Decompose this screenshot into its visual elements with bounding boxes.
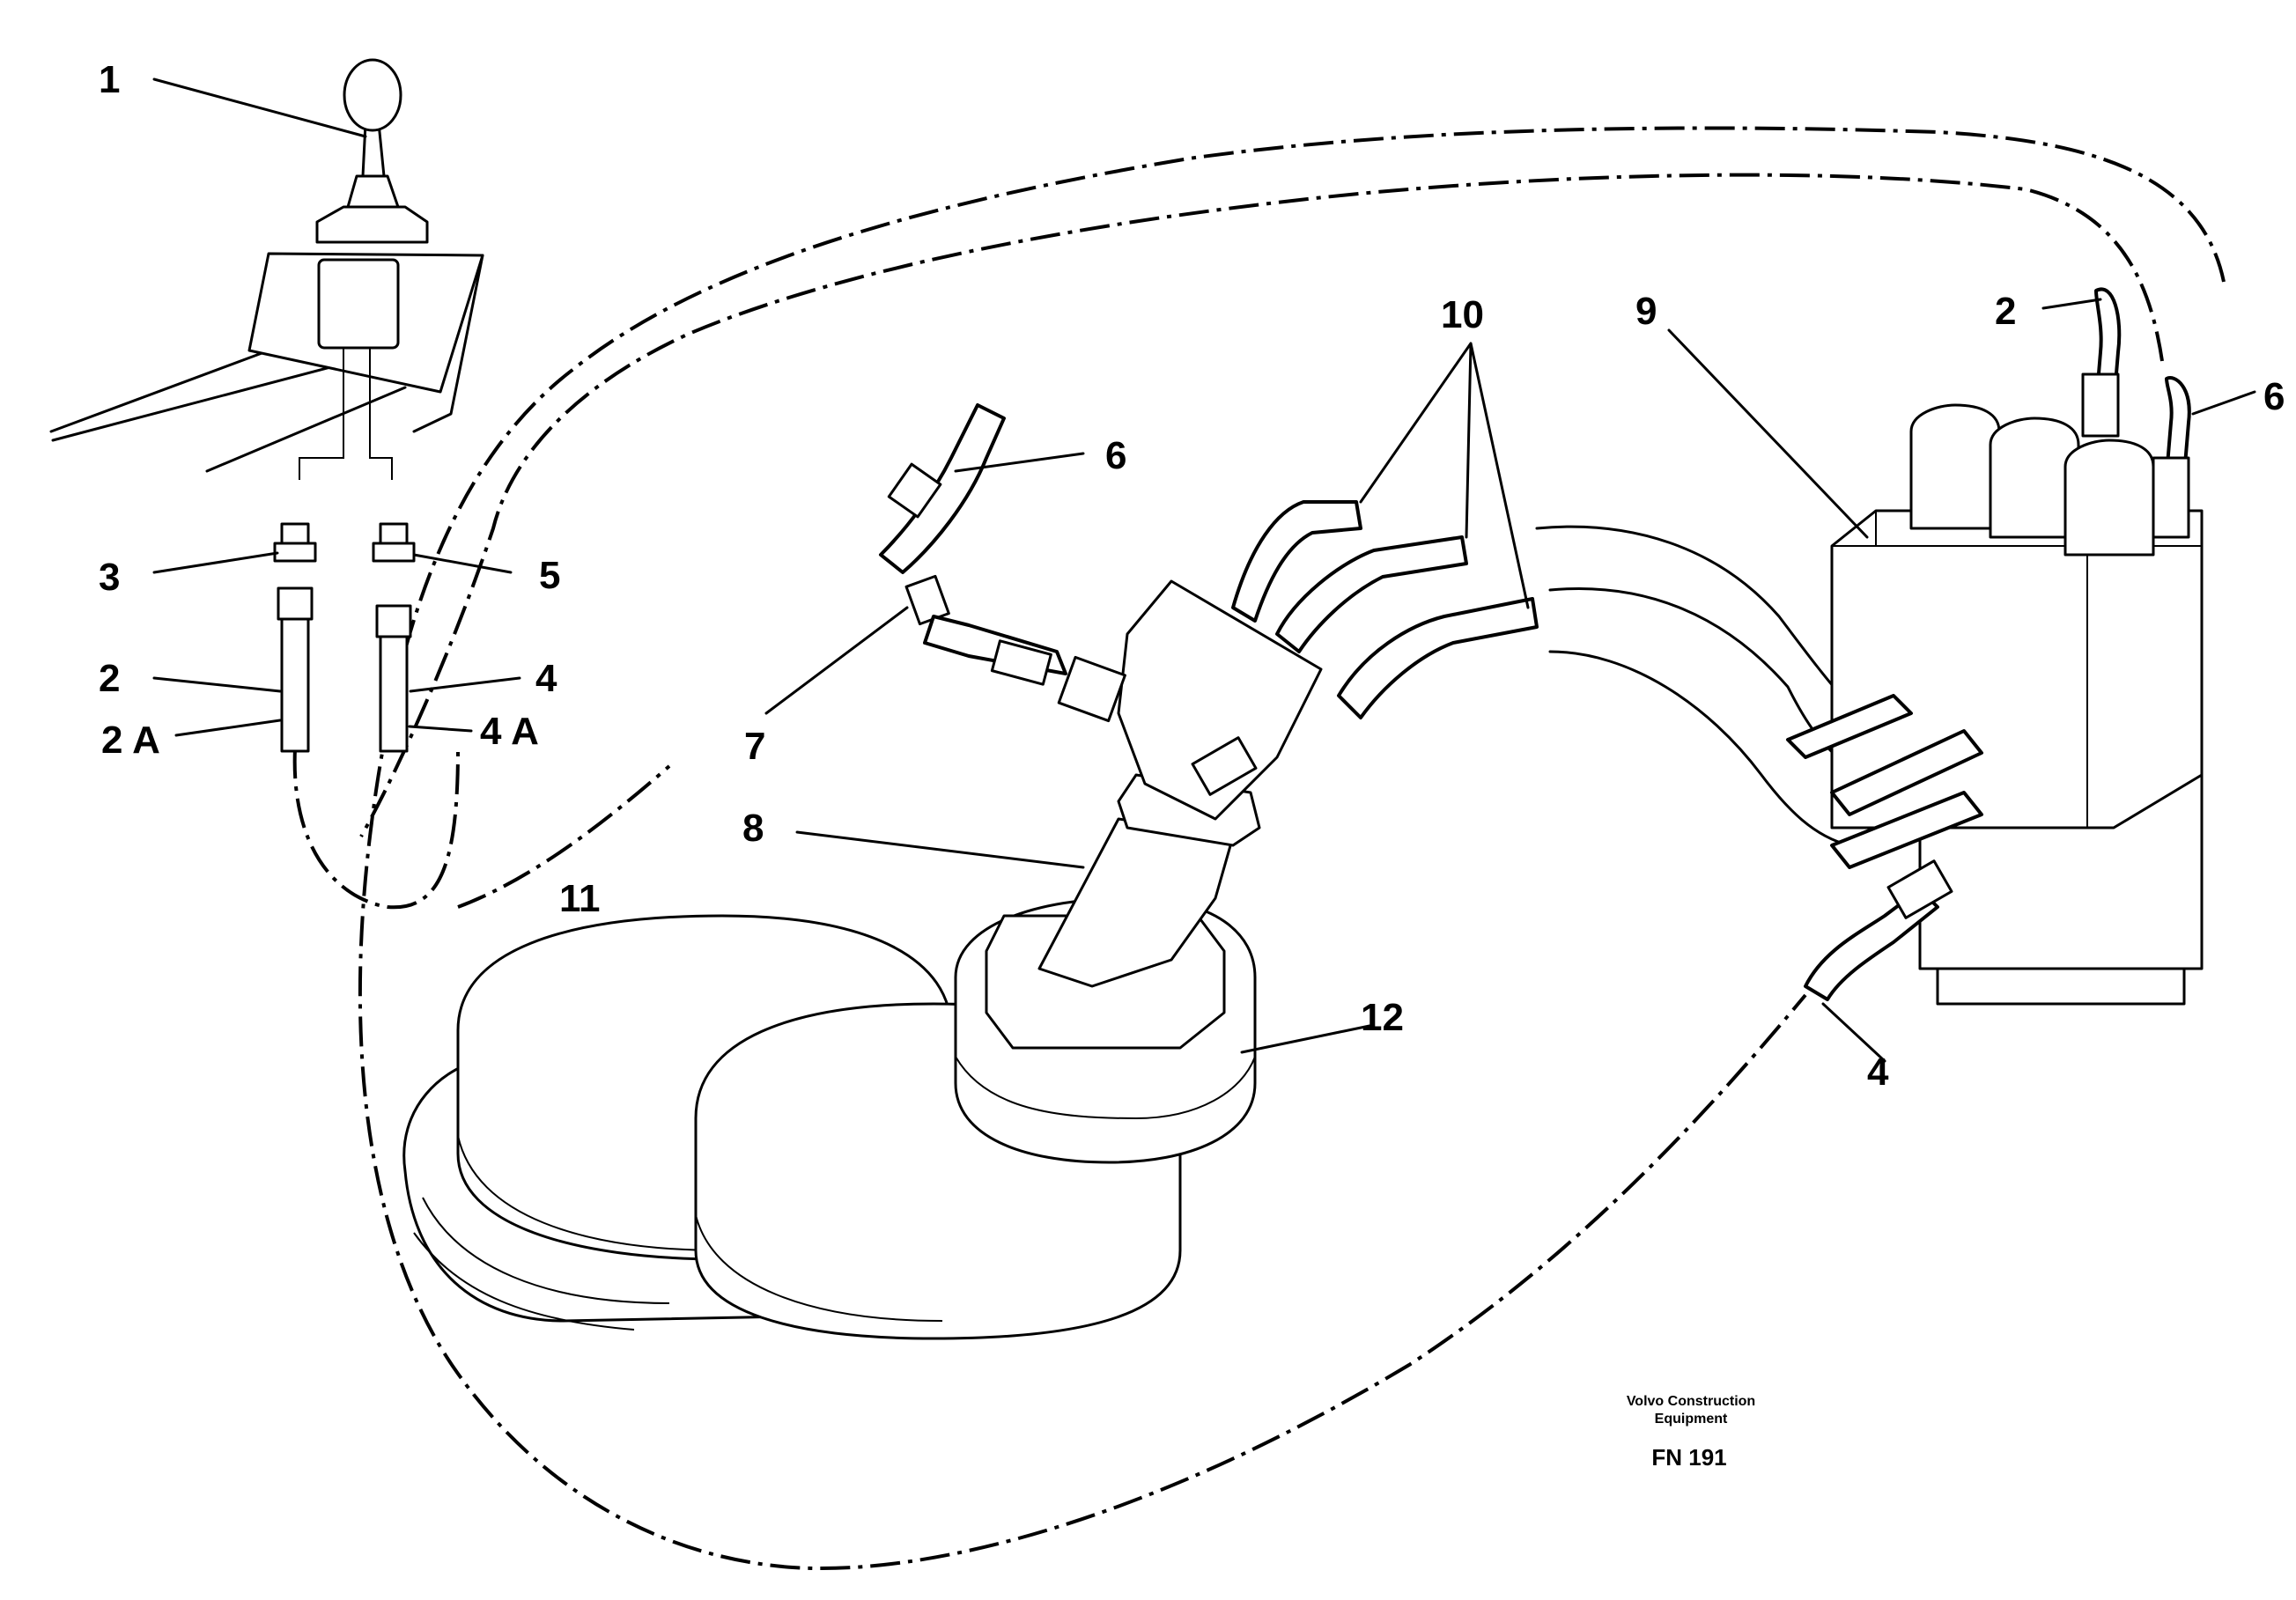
leader-10 (1359, 342, 1530, 609)
leader-4-left (409, 676, 521, 693)
fitting-3-top (280, 522, 310, 545)
callout-6-right: 6 (2263, 375, 2285, 418)
swing-gear-assembly (402, 579, 1323, 1340)
connector-7-body (1057, 655, 1126, 723)
valve-hose-1 (1786, 694, 1913, 759)
solenoid-3 (2063, 439, 2155, 557)
control-valve-block (1786, 287, 2204, 1006)
joystick-pilot-lines (299, 348, 393, 480)
hose-2-nut (277, 586, 314, 621)
hose-6-mid (879, 403, 1006, 574)
valve-hose-2 (1830, 729, 1983, 816)
credit-line-2: Equipment (1655, 1412, 1728, 1427)
callout-4-right: 4 (1867, 1051, 1889, 1094)
callout-3: 3 (99, 556, 120, 599)
hose-10-c (1337, 597, 1539, 719)
leader-6-right (2191, 390, 2256, 416)
leader-12 (1240, 1024, 1371, 1054)
leader-1 (152, 77, 367, 138)
hose-4-right-fitting (1886, 859, 1953, 919)
credit-block: Volvo Construction Equipment FN 191 (1627, 1394, 1755, 1471)
figure-code: FN 191 (1651, 1444, 1726, 1471)
fitting-3 (273, 542, 317, 563)
inner-boundary (359, 173, 2164, 837)
motor-hoses (879, 403, 1851, 847)
joystick-loop (292, 748, 671, 910)
hose-6-fitting (887, 462, 942, 519)
callout-10: 10 (1441, 293, 1484, 336)
gear-housing-rim (413, 1197, 670, 1331)
leader-6-mid (954, 452, 1085, 473)
hose-10-b (1275, 535, 1468, 653)
swivel-valve-clamp (1191, 736, 1258, 796)
fitting-5-top (379, 522, 409, 545)
joystick-boot (346, 174, 400, 209)
callout-2a: 2 A (101, 719, 160, 762)
swivel-valve-block (1117, 579, 1323, 821)
credit-line-1: Volvo Construction (1627, 1394, 1755, 1409)
solenoid-1 (1909, 403, 2001, 530)
solenoid-2 (1989, 417, 2080, 539)
motor-elbow-8 (1037, 817, 1235, 988)
joystick-control (49, 58, 484, 480)
leader-3 (152, 551, 279, 574)
leader-4-right (1821, 1002, 1886, 1063)
callout-labels: 1 2 2 A 3 4 4 A 5 6 7 8 9 10 11 12 2 6 4 (99, 58, 2285, 1094)
callout-7: 7 (744, 725, 765, 768)
gear-cover-inner-edge (695, 1214, 943, 1322)
leader-5 (412, 553, 513, 574)
hose-2-left (280, 617, 310, 753)
leader-lines (152, 77, 2256, 1063)
callout-2-left: 2 (99, 657, 120, 700)
callout-11: 11 (559, 877, 601, 920)
leader-8 (795, 830, 1085, 869)
hose-4-nut (375, 604, 412, 638)
gear-cover-11-edge (457, 1135, 723, 1251)
joystick-base (315, 205, 429, 244)
hose-4-left (379, 635, 409, 753)
boundary-outlines (292, 126, 2226, 1571)
leader-2-right (2041, 298, 2102, 310)
hose-10-runs (1535, 525, 1851, 847)
leader-2a (174, 719, 282, 737)
motor-housing-12-band (955, 1056, 1256, 1120)
callout-5: 5 (539, 554, 560, 597)
callout-4-left: 4 (535, 657, 557, 700)
callout-6-mid: 6 (1105, 434, 1126, 477)
leader-4a (408, 725, 473, 733)
valve-support-base (1936, 967, 2186, 1006)
callout-1: 1 (99, 58, 120, 101)
callout-4a: 4 A (480, 710, 539, 753)
hose-10-a (1231, 500, 1362, 623)
leader-9 (1667, 328, 1869, 539)
callout-9: 9 (1635, 290, 1657, 333)
hose-6-right-fitting (2152, 456, 2190, 539)
valve-hose-3 (1830, 791, 1983, 869)
callout-12: 12 (1361, 996, 1404, 1039)
hose-2-right-fitting (2081, 372, 2120, 438)
joystick-valve (317, 258, 400, 350)
leader-7 (764, 606, 909, 715)
connector-7-nut (990, 639, 1052, 686)
callout-2-right: 2 (1995, 290, 2016, 333)
outer-boundary (358, 126, 2226, 1571)
joystick-knob (343, 58, 402, 132)
leader-2-left (152, 676, 282, 693)
fitting-5 (372, 542, 416, 563)
left-fittings (273, 522, 416, 753)
callout-8: 8 (742, 807, 764, 850)
